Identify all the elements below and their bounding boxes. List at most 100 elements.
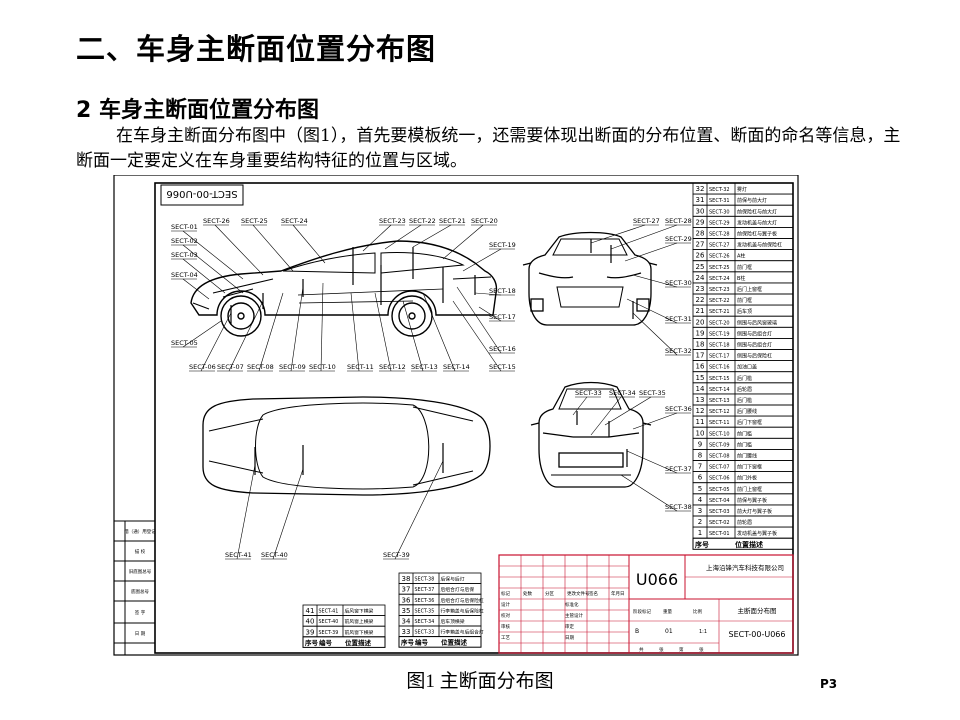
paragraph-text: 在车身主断面分布图中（图1），首先要模板统一，还需要体现出断面的分布位置、断面的… xyxy=(76,126,901,171)
drawing-stamp: SECT-00-U066 xyxy=(166,188,237,199)
row-section-id: SECT-38 xyxy=(415,577,435,583)
row-number: 1 xyxy=(698,529,702,537)
stage-label: 阶段标记 xyxy=(633,608,651,615)
row-number: 40 xyxy=(306,618,315,626)
row-number: 34 xyxy=(402,618,411,626)
section-leader-line xyxy=(632,312,678,356)
section-label: SECT-03 xyxy=(171,251,198,259)
section-leader-line xyxy=(236,464,256,560)
page-number: P3 xyxy=(820,677,838,691)
row-description: 前保与翼子板 xyxy=(737,497,767,504)
row-description: 后车顶横梁 xyxy=(441,618,465,625)
row-number: 22 xyxy=(696,296,705,304)
body-paragraph: 在车身主断面分布图中（图1），首先要模板统一，还需要体现出断面的分布位置、断面的… xyxy=(76,124,906,174)
section-label: SECT-27 xyxy=(633,217,660,225)
weight-value: 01 xyxy=(665,628,673,635)
section-leader-line xyxy=(214,224,264,276)
row-number: 23 xyxy=(696,285,705,293)
table-header: 序号 xyxy=(304,638,319,647)
row-description: 前门下窗框 xyxy=(737,464,762,471)
section-label: SECT-01 xyxy=(171,223,198,231)
section-leader-line xyxy=(292,224,326,264)
row-number: 30 xyxy=(696,207,705,215)
row-section-id: SECT-28 xyxy=(709,232,730,238)
section-label: SECT-24 xyxy=(281,217,308,225)
section-leader-line xyxy=(350,292,360,372)
section-label: SECT-22 xyxy=(409,217,436,225)
sheet-label: 张 xyxy=(659,646,664,653)
section-distribution-drawing: 借（通）用登记描 校旧底图总号底图总号签 字日 期 SECT-00-U066 xyxy=(113,174,799,659)
row-description: 侧围与后保险杠 xyxy=(737,353,772,360)
row-number: 17 xyxy=(696,352,705,360)
row-section-id: SECT-31 xyxy=(709,198,730,204)
left-strip-label: 签 字 xyxy=(135,609,146,616)
row-number: 14 xyxy=(696,385,705,393)
row-section-id: SECT-22 xyxy=(709,298,730,304)
section-heading: 二、车身主断面位置分布图 xyxy=(76,32,437,66)
section-label: SECT-40 xyxy=(261,551,288,559)
role-label: 校对 xyxy=(501,612,510,619)
row-description: 前门上窗框 xyxy=(737,486,762,493)
row-description: 后风窗下横梁 xyxy=(345,608,374,615)
row-number: 9 xyxy=(698,440,702,448)
row-description: 后门下窗框 xyxy=(737,419,762,426)
section-label: SECT-14 xyxy=(443,363,470,371)
section-leader-line xyxy=(394,460,444,560)
section-label: SECT-26 xyxy=(203,217,230,225)
section-label: SECT-08 xyxy=(247,363,274,371)
section-leader-line xyxy=(182,258,226,294)
row-description: 前大灯与翼子板 xyxy=(737,508,772,515)
section-leader-line xyxy=(402,300,424,372)
row-number: 28 xyxy=(696,230,705,238)
row-description: 后门腰线 xyxy=(737,408,757,415)
row-description: 雾灯 xyxy=(737,186,747,193)
row-section-id: SECT-41 xyxy=(319,609,339,615)
row-description: 后门槛 xyxy=(737,397,752,404)
section-leader-line xyxy=(478,306,502,322)
row-description: 前保与前大灯 xyxy=(737,197,767,204)
section-leader-line xyxy=(182,244,244,294)
section-label: SECT-02 xyxy=(171,237,198,245)
section-leader-line xyxy=(456,286,502,354)
role-label: 工艺 xyxy=(501,635,510,641)
row-section-id: SECT-23 xyxy=(709,287,730,293)
revision-label: 处数 xyxy=(523,590,532,597)
company-name: 上海沿锋汽车科技有限公司 xyxy=(706,563,784,572)
row-description: 前风窗下横梁 xyxy=(345,629,374,636)
row-section-id: SECT-12 xyxy=(709,409,730,415)
row-number: 19 xyxy=(696,329,705,337)
row-section-id: SECT-32 xyxy=(709,187,730,193)
row-description: 行李箱盖与后保险杠 xyxy=(441,607,484,614)
row-number: 35 xyxy=(402,607,411,615)
row-description: 加油口盖 xyxy=(737,364,757,371)
stage-mark: B xyxy=(635,628,639,635)
section-label: SECT-20 xyxy=(471,217,498,225)
row-number: 15 xyxy=(696,374,705,382)
section-label: SECT-38 xyxy=(665,503,692,511)
table-header: 序号 xyxy=(400,638,415,647)
row-section-id: SECT-29 xyxy=(709,220,730,226)
row-section-id: SECT-21 xyxy=(709,309,730,315)
section-leader-line xyxy=(412,224,452,248)
row-section-id: SECT-15 xyxy=(709,376,730,382)
section-leader-line xyxy=(362,224,392,252)
row-description: 前门外板 xyxy=(737,475,757,482)
row-section-id: SECT-26 xyxy=(709,254,730,260)
section-leader-line xyxy=(374,292,392,372)
approval-label: 日期 xyxy=(565,635,574,641)
row-number: 6 xyxy=(698,474,703,482)
left-strip-label: 描 校 xyxy=(135,548,146,555)
row-section-id: SECT-37 xyxy=(415,587,435,593)
row-section-id: SECT-18 xyxy=(709,343,730,349)
revision-label: 签名 xyxy=(589,590,598,597)
model-code: U066 xyxy=(636,570,678,589)
section-label: SECT-07 xyxy=(217,363,244,371)
section-leader-line xyxy=(626,450,678,474)
row-number: 31 xyxy=(696,196,705,204)
drawing-stamp-box: SECT-00-U066 xyxy=(160,184,244,206)
row-description: 后组合灯与后保 xyxy=(441,586,475,593)
row-section-id: SECT-03 xyxy=(709,509,730,515)
row-section-id: SECT-05 xyxy=(709,487,730,493)
